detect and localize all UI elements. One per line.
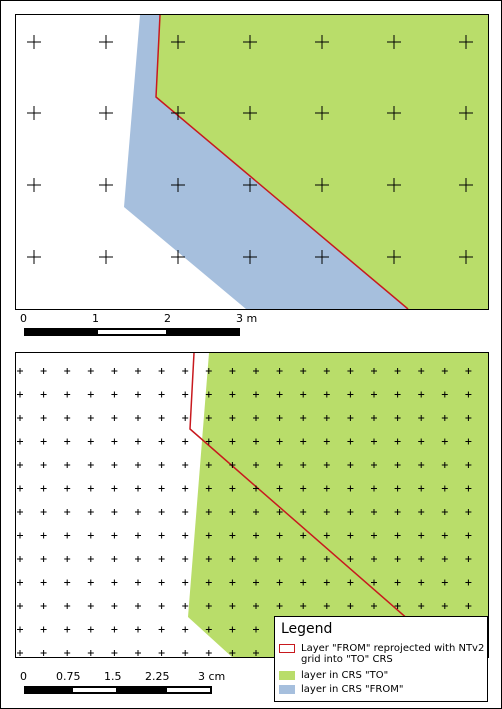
scale-bottom-label-2: 1.5 [104, 670, 122, 683]
from-reprojected-outline [155, 15, 409, 309]
legend-swatch-blue [279, 685, 295, 694]
layer-from-area [124, 15, 408, 309]
grid-crosses-top [27, 35, 473, 264]
from-reprojected-outline [189, 353, 453, 657]
legend: Legend Layer "FROM" reprojected with NTv… [274, 616, 488, 702]
scale-top-label-1: 1 [92, 312, 99, 325]
legend-item-from-reprojected: Layer "FROM" reprojected with NTv2 grid … [279, 643, 484, 668]
map-top-canvas [27, 15, 488, 309]
legend-label-from-reprojected: Layer "FROM" reprojected with NTv2 grid … [301, 643, 485, 665]
map-top[interactable] [15, 14, 489, 310]
scalebar-top: 0 1 2 3 m [0, 310, 502, 340]
scale-top-label-2: 2 [164, 312, 171, 325]
layer-to-area [156, 15, 488, 309]
scale-bottom-label-1: 0.75 [56, 670, 81, 683]
legend-swatch-outline [279, 644, 295, 653]
scale-bottom-label-0: 0 [20, 670, 27, 683]
scale-top-label-0: 0 [20, 312, 27, 325]
legend-item-layer-from: layer in CRS "FROM" [279, 684, 483, 697]
scale-top-bar [24, 328, 240, 336]
scalebar-bottom: 0 0.75 1.5 2.25 3 cm [0, 668, 502, 698]
scale-bottom-label-4: 3 cm [198, 670, 226, 683]
legend-swatch-green [279, 671, 295, 680]
scale-bottom-bar [24, 686, 212, 694]
legend-label-layer-to: layer in CRS "TO" [301, 670, 389, 681]
map-bottom[interactable] [15, 352, 489, 658]
map-bottom-canvas [17, 353, 488, 657]
scale-bottom-label-3: 2.25 [145, 670, 170, 683]
legend-label-layer-from: layer in CRS "FROM" [301, 684, 404, 695]
layer-to-area [188, 353, 488, 657]
legend-item-layer-to: layer in CRS "TO" [279, 670, 483, 683]
scale-top-label-3: 3 m [236, 312, 258, 325]
legend-title: Legend [281, 621, 333, 637]
